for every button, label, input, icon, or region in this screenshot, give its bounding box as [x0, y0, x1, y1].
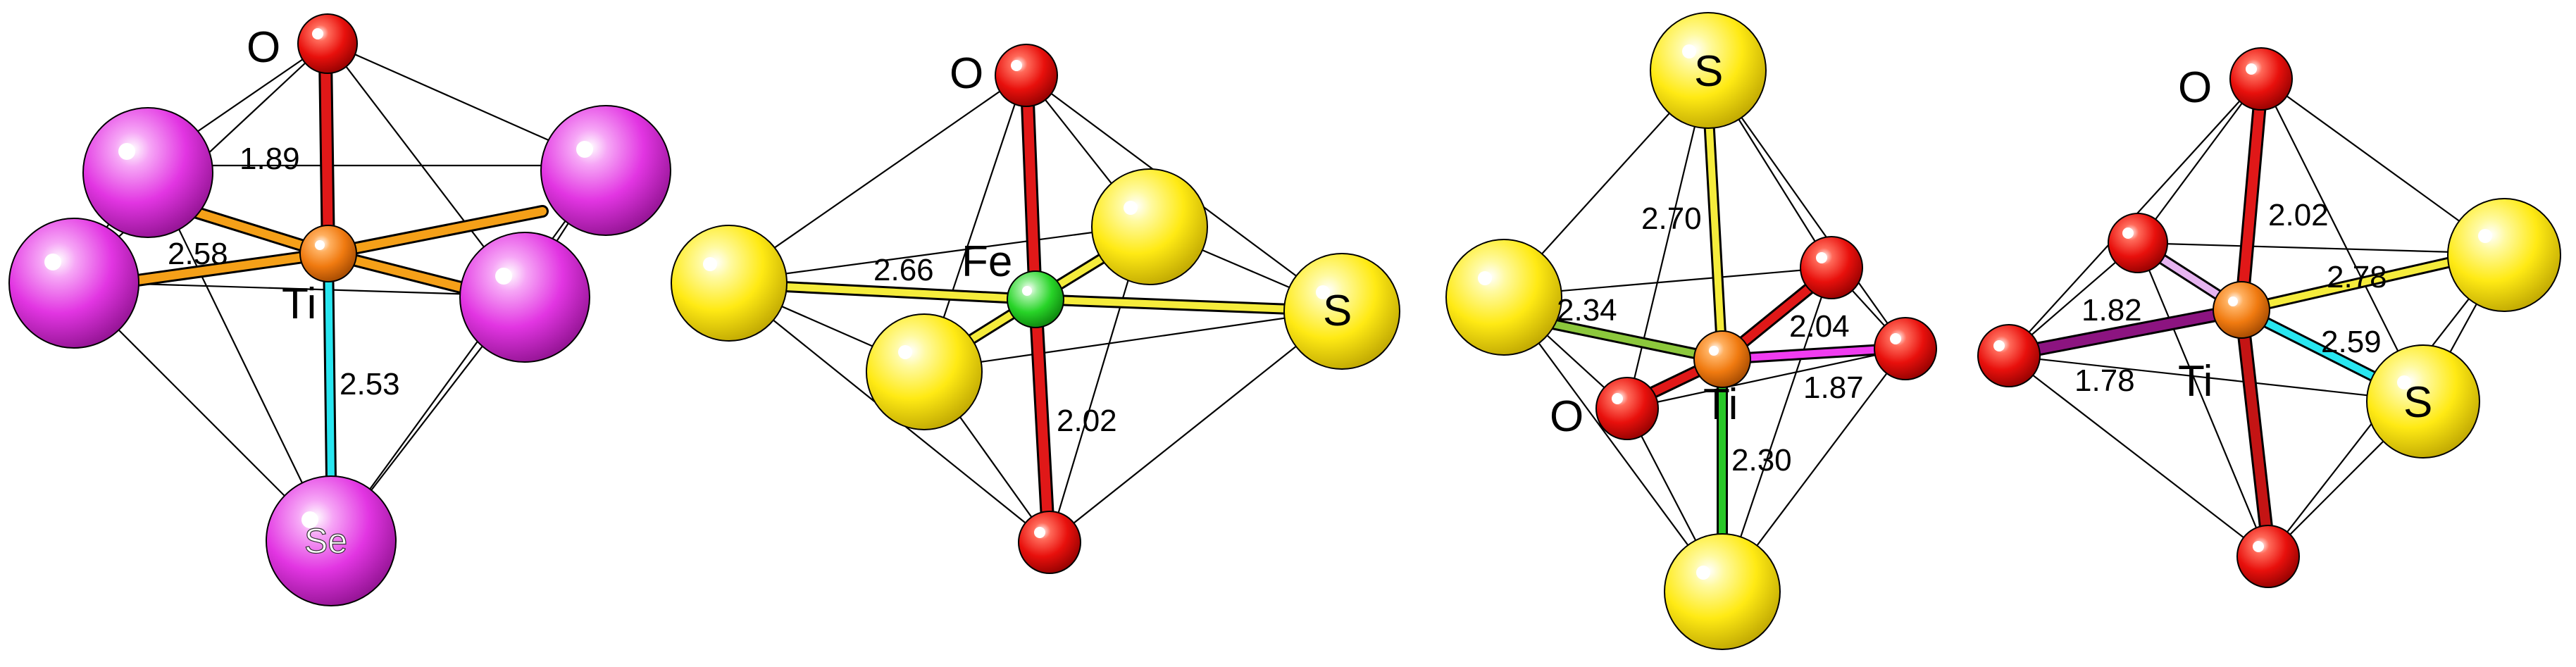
bonds	[2015, 81, 2478, 553]
label-o: O	[247, 23, 280, 72]
atom-o	[1977, 324, 2041, 387]
atom-s	[1091, 168, 1208, 285]
atoms	[671, 44, 1400, 574]
atom-o	[1874, 317, 1937, 380]
distance-label: 2.02	[1057, 404, 1117, 438]
distance-label: 1.78	[2074, 363, 2135, 398]
distance-label: 2.30	[1731, 443, 1792, 478]
panel-ti-se: O Ti Se 1.89 2.58 2.53	[8, 13, 671, 606]
atom-o	[1595, 377, 1659, 440]
atom-s	[1664, 533, 1781, 650]
atoms	[8, 13, 671, 606]
distance-label: 2.02	[2268, 198, 2329, 232]
distance-label: 2.58	[168, 237, 228, 271]
distance-label: 2.04	[1789, 309, 1850, 344]
label-o: O	[950, 49, 983, 98]
atom-se	[8, 218, 139, 349]
atoms	[1977, 47, 2561, 588]
atom-ti	[2213, 281, 2270, 339]
atoms	[1445, 12, 1937, 650]
atom-s	[1445, 239, 1562, 356]
atom-o	[995, 44, 1058, 107]
distance-label: 2.70	[1641, 201, 1702, 236]
distance-label: 2.59	[2321, 325, 2382, 359]
atom-o	[2108, 213, 2168, 273]
atom-s	[671, 225, 788, 342]
distance-label: 2.34	[1557, 293, 1617, 328]
atom-o	[297, 13, 358, 74]
label-s: S	[1694, 47, 1723, 96]
atom-ti	[299, 225, 357, 282]
atom-o	[2229, 47, 2293, 111]
label-ti: Ti	[2178, 357, 2213, 406]
atom-o	[2236, 525, 2300, 588]
atom-s	[2366, 344, 2480, 459]
atom-ti	[1693, 330, 1751, 388]
label-fe: Fe	[962, 237, 1012, 286]
atom-se	[459, 232, 590, 363]
atom-o	[1018, 511, 1081, 574]
atom-o	[1800, 236, 1863, 299]
distance-label: 2.66	[873, 253, 934, 287]
distance-label: 1.87	[1803, 370, 1864, 405]
distance-label: 1.82	[2082, 293, 2142, 328]
atom-se	[540, 105, 671, 236]
atom-se-bottom	[266, 475, 397, 606]
panel-ti-s-o: S O Ti 2.70 2.34 2.04 1.87 2.30	[1445, 12, 1937, 650]
atom-s	[1283, 253, 1400, 370]
label-o: O	[2178, 63, 2212, 112]
panel-fe-s: O Fe S 2.66 2.02	[671, 44, 1400, 574]
bonds	[131, 49, 549, 485]
label-ti: Ti	[1703, 380, 1738, 429]
label-ti: Ti	[282, 280, 316, 328]
atom-highlights	[44, 28, 2492, 580]
panel-ti-s-o-2: O Ti S 2.02 2.78 1.82 2.59 1.78	[1977, 47, 2561, 588]
atom-s	[866, 313, 983, 430]
distance-label: 1.89	[239, 142, 300, 176]
atom-s	[2447, 198, 2561, 312]
distance-label: 2.78	[2327, 260, 2387, 294]
atom-se	[82, 107, 213, 238]
atom-s-top	[1650, 12, 1767, 129]
atom-fe	[1007, 270, 1064, 328]
label-o: O	[1550, 392, 1583, 441]
distance-label: 2.53	[340, 367, 400, 401]
